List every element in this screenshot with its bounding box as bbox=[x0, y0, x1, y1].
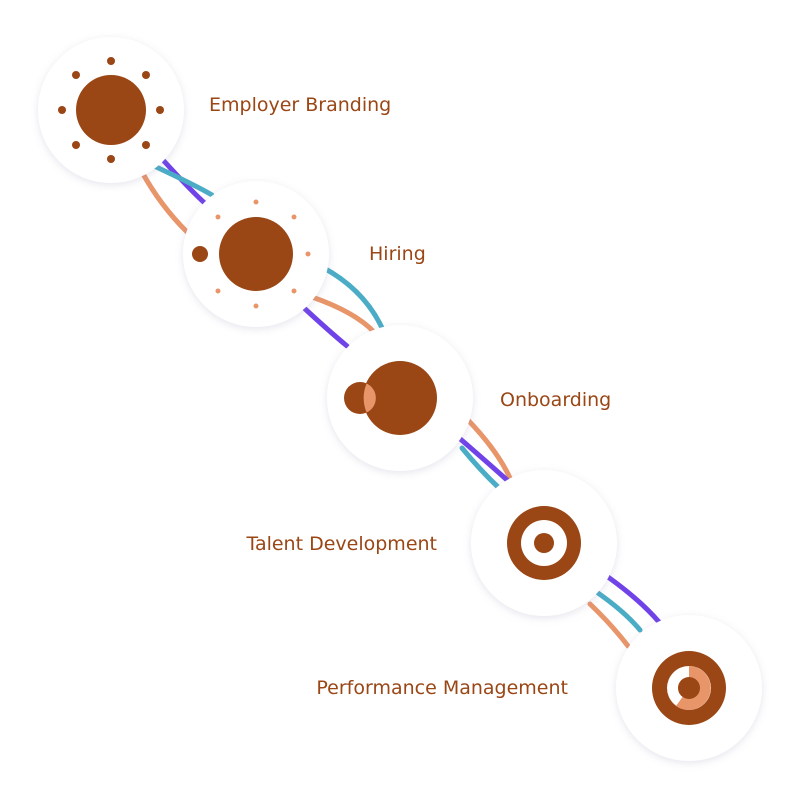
connector-teal-4 bbox=[595, 590, 643, 633]
sun-dotted-icon bbox=[192, 199, 311, 309]
sun-icon bbox=[58, 57, 164, 163]
merge-circles-icon bbox=[344, 361, 437, 435]
connector-orange-1 bbox=[139, 169, 190, 235]
connector-orange-3 bbox=[464, 416, 513, 481]
node-employer-branding[interactable] bbox=[38, 37, 184, 183]
stage-label-talent-development: Talent Development bbox=[246, 533, 437, 555]
progress-ring-icon bbox=[652, 651, 726, 725]
target-icon bbox=[507, 506, 581, 580]
connector-teal-1 bbox=[149, 162, 215, 198]
node-performance-management[interactable] bbox=[616, 615, 762, 761]
connector-purple-2 bbox=[300, 304, 350, 349]
connectors bbox=[139, 157, 662, 649]
node-onboarding[interactable] bbox=[327, 325, 473, 471]
connector-teal-3 bbox=[459, 445, 501, 490]
stage-label-hiring: Hiring bbox=[369, 243, 426, 265]
connector-orange-2 bbox=[309, 294, 377, 335]
connector-purple-4 bbox=[605, 574, 662, 625]
stage-label-onboarding: Onboarding bbox=[500, 389, 612, 411]
node-talent-development[interactable] bbox=[471, 470, 617, 616]
connector-orange-4 bbox=[587, 601, 631, 649]
stage-label-employer-branding: Employer Branding bbox=[209, 94, 392, 116]
connector-teal-2 bbox=[319, 264, 386, 333]
node-hiring[interactable] bbox=[183, 181, 329, 327]
connector-purple-3 bbox=[455, 434, 510, 483]
stage-label-performance-management: Performance Management bbox=[316, 677, 568, 699]
